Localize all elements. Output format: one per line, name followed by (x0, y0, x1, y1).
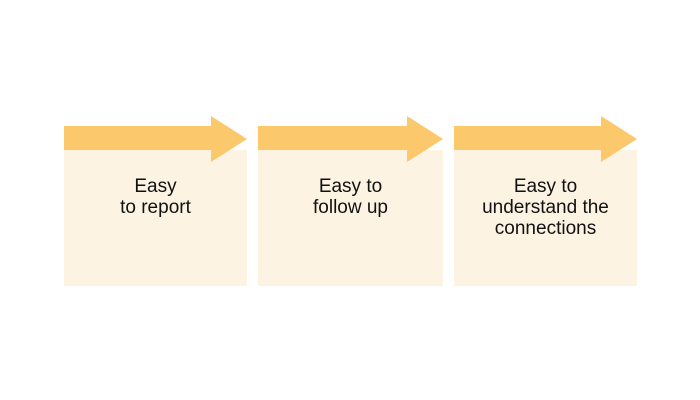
step-easy-to-understand-connections: Easy to understand the connections (454, 116, 637, 286)
step-box: Easy to understand the connections (454, 150, 637, 286)
arrow-shaft (258, 126, 407, 150)
step-label: Easy to follow up (313, 176, 388, 218)
step-label: Easy to understand the connections (482, 176, 609, 239)
step-label: Easy to report (120, 176, 191, 218)
arrow-shaft (64, 126, 211, 150)
step-easy-to-follow-up: Easy to follow up (258, 116, 443, 286)
step-easy-to-report: Easy to report (64, 116, 247, 286)
step-box: Easy to report (64, 150, 247, 286)
step-box: Easy to follow up (258, 150, 443, 286)
arrow-shaft (454, 126, 601, 150)
